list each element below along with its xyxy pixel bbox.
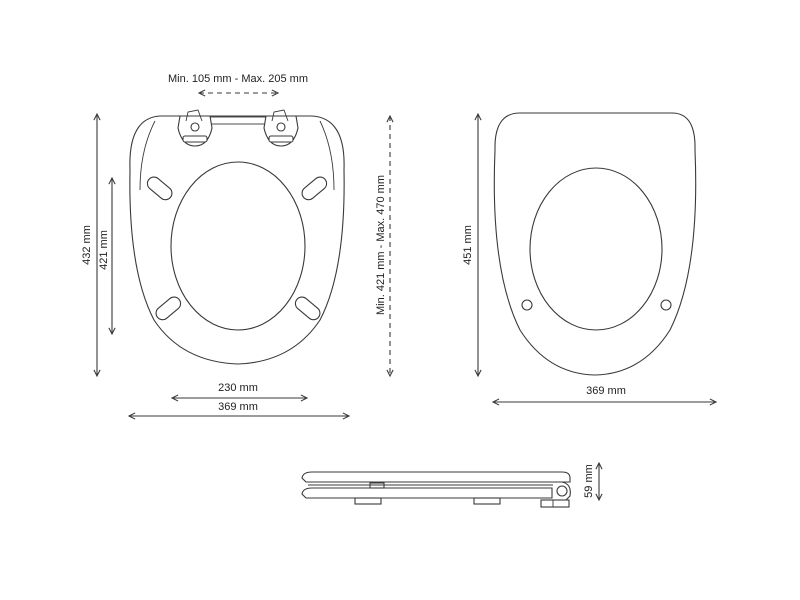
side-lid — [301, 471, 571, 483]
lid-outline — [493, 112, 697, 376]
adjustable-length-label: Min. 421 mm - Max. 470 mm — [375, 175, 387, 315]
adjustable-length-dimension: Min. 421 mm - Max. 470 mm — [375, 116, 390, 376]
seat-opening — [170, 161, 306, 331]
lid-opening — [529, 167, 663, 331]
hinge-spacing-label: Min. 105 mm - Max. 205 mm — [168, 73, 308, 85]
side-hinge — [540, 481, 571, 508]
lid-mount-hole — [521, 299, 533, 311]
seat-outline — [129, 115, 345, 365]
lid-mount-hole — [660, 299, 672, 311]
hinge-bracket-icon — [263, 109, 299, 147]
outer-length-label: 432 mm — [81, 225, 93, 265]
side-height-label: 59 mm — [583, 464, 595, 498]
hinge-bracket-icon — [177, 109, 213, 147]
side-pad — [473, 497, 501, 505]
inner-length-label: 421 mm — [98, 230, 110, 270]
side-seat — [301, 487, 553, 499]
bumper-pad — [294, 296, 321, 321]
bottom-view: 451 mm 369 mm — [462, 112, 716, 402]
bumper-pad — [301, 176, 328, 201]
side-view: 59 mm — [301, 463, 599, 508]
side-pad — [354, 497, 382, 505]
outer-width-label: 369 mm — [218, 401, 258, 413]
lid-length-label: 451 mm — [462, 225, 474, 265]
lid-width-label: 369 mm — [586, 385, 626, 397]
bumper-pad — [155, 296, 182, 321]
opening-width-label: 230 mm — [218, 382, 258, 394]
side-pad — [369, 482, 385, 489]
bumper-pad — [146, 176, 173, 201]
top-view: Min. 105 mm - Max. 205 mm 432 mm 421 mm … — [81, 73, 349, 416]
